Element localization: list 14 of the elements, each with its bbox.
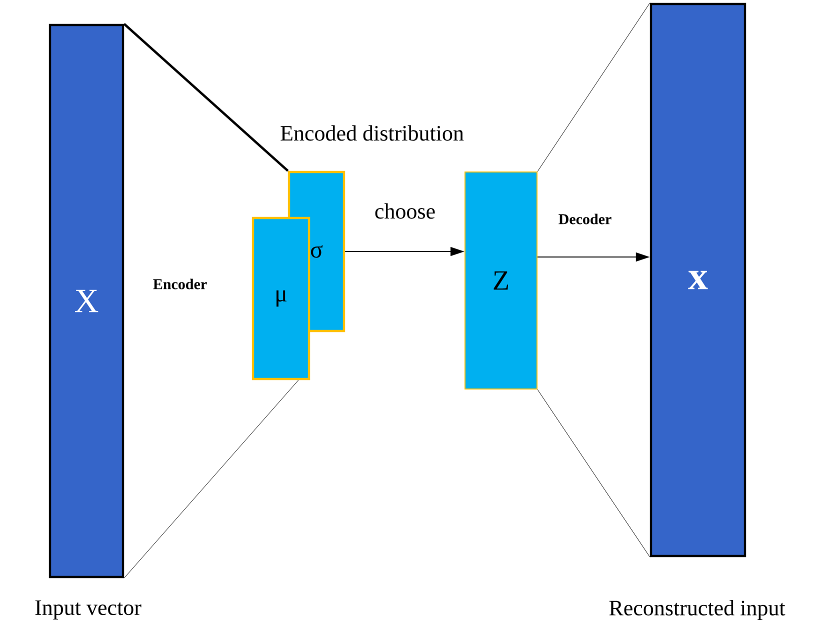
caption-label: Reconstructed input (609, 600, 786, 620)
encoder-label: Encoder (153, 278, 207, 290)
heading-label: Encoded distribution (280, 125, 464, 141)
mu-box: μ (252, 216, 310, 380)
edge-label: Decoder (557, 212, 613, 226)
edge-label: choose (373, 202, 437, 220)
caption-label: Input vector (35, 600, 142, 620)
funnel-line (537, 389, 650, 558)
latent-box: Z (464, 172, 538, 390)
funnel-line (123, 23, 289, 172)
output-vector-bar: x (650, 2, 746, 558)
funnel-line (537, 2, 650, 172)
input-vector-bar: X (48, 24, 124, 578)
funnel-line (124, 380, 299, 578)
